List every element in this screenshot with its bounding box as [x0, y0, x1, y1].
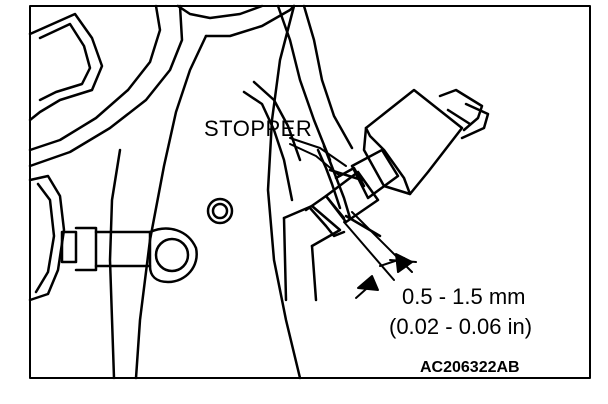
figure-code-label: AC206322AB: [420, 359, 520, 376]
bolt-hole: [206, 197, 234, 225]
stop-lamp-switch-icon: [324, 88, 490, 224]
bracket-plate: [28, 4, 184, 168]
pedal-stud: [28, 174, 198, 302]
stopper-label: STOPPER: [204, 116, 313, 141]
pedal-bracket-lines: [108, 4, 302, 380]
switch-mount-block: [282, 194, 346, 302]
clearance-in-label: (0.02 - 0.06 in): [389, 314, 533, 339]
dimension-arrow-icon: [343, 211, 417, 299]
clearance-mm-label: 0.5 - 1.5 mm: [402, 284, 526, 309]
stopper-leader: [289, 137, 347, 177]
diagram-frame: [29, 5, 591, 379]
brake-pedal-arm: [242, 4, 354, 202]
